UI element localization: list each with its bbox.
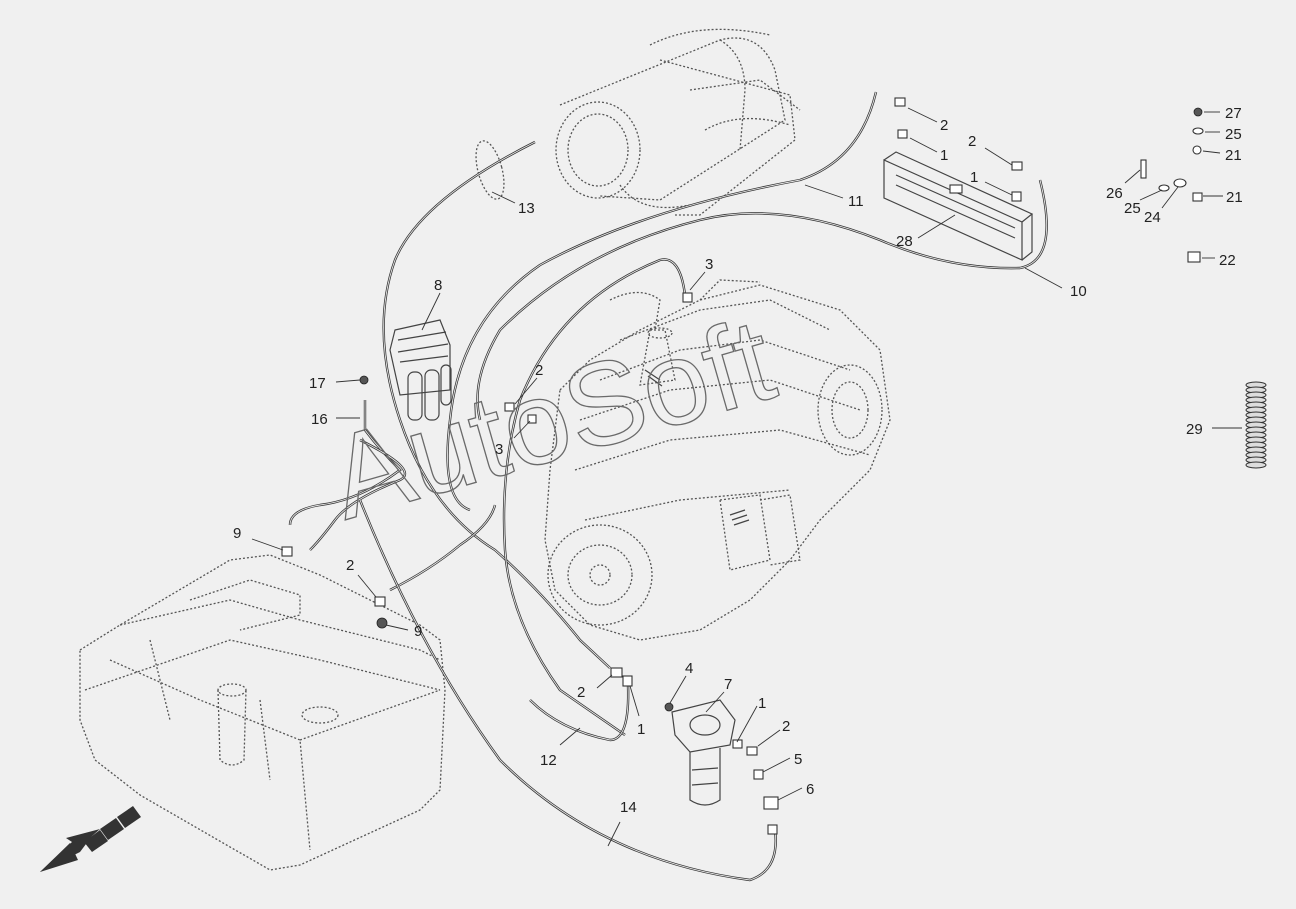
callout-1: 1 [970,169,978,186]
callout-2: 2 [346,557,354,574]
callout-16: 16 [311,411,328,428]
callout-13: 13 [518,200,535,217]
callout-2: 2 [940,117,948,134]
callout-1: 1 [637,721,645,738]
callout-3: 3 [705,256,713,273]
callout-9: 9 [233,525,241,542]
callout-4: 4 [685,660,693,677]
direction-arrow-icon [40,806,141,872]
callout-29: 29 [1186,421,1203,438]
callout-25: 25 [1124,200,1141,217]
callout-8: 8 [434,277,442,294]
hose-14 [358,499,777,882]
callout-14: 14 [620,799,637,816]
hose-lower-2 [389,504,497,592]
hose-3-upper [502,258,687,736]
callout-2: 2 [535,362,543,379]
callout-26: 26 [1106,185,1123,202]
callout-22: 22 [1219,252,1236,269]
corrugated-tube [1245,381,1267,469]
callout-2: 2 [968,133,976,150]
callout-9: 9 [414,623,422,640]
fuel-filter-assembly [389,319,452,421]
fuel-cooler [883,151,1034,261]
fittings [281,97,1204,835]
callout-21: 21 [1225,147,1242,164]
callout-5: 5 [794,751,802,768]
engine-block [544,279,891,641]
callout-10: 10 [1070,283,1087,300]
callout-1: 1 [940,147,948,164]
air-cleaner-assembly [475,28,801,216]
callout-24: 24 [1144,209,1161,226]
hose-10 [476,179,1048,421]
watermark-text: AutoSoft [316,293,787,545]
leader-lines [251,107,1242,847]
callout-11: 11 [848,193,864,210]
water-separator [671,699,736,806]
hose-16b [309,438,407,551]
callout-2: 2 [782,718,790,735]
hose-16 [288,400,402,526]
callout-21: 21 [1226,189,1243,206]
callout-labels: 2 1 2 1 27 25 21 26 25 24 21 22 13 11 28… [233,105,1243,816]
callout-28: 28 [896,233,913,250]
tube-rib [1245,461,1267,469]
callout-12: 12 [540,752,557,769]
callout-6: 6 [806,781,814,798]
callout-17: 17 [309,375,326,392]
callout-7: 7 [724,676,732,693]
hose-12 [529,684,630,742]
callout-1: 1 [758,695,766,712]
hose-11 [446,91,878,512]
hose-13 [382,140,611,669]
callout-3: 3 [495,441,503,458]
fuel-tank [79,554,446,871]
callout-25: 25 [1225,126,1242,143]
callout-27: 27 [1225,105,1242,122]
callout-2: 2 [577,684,585,701]
